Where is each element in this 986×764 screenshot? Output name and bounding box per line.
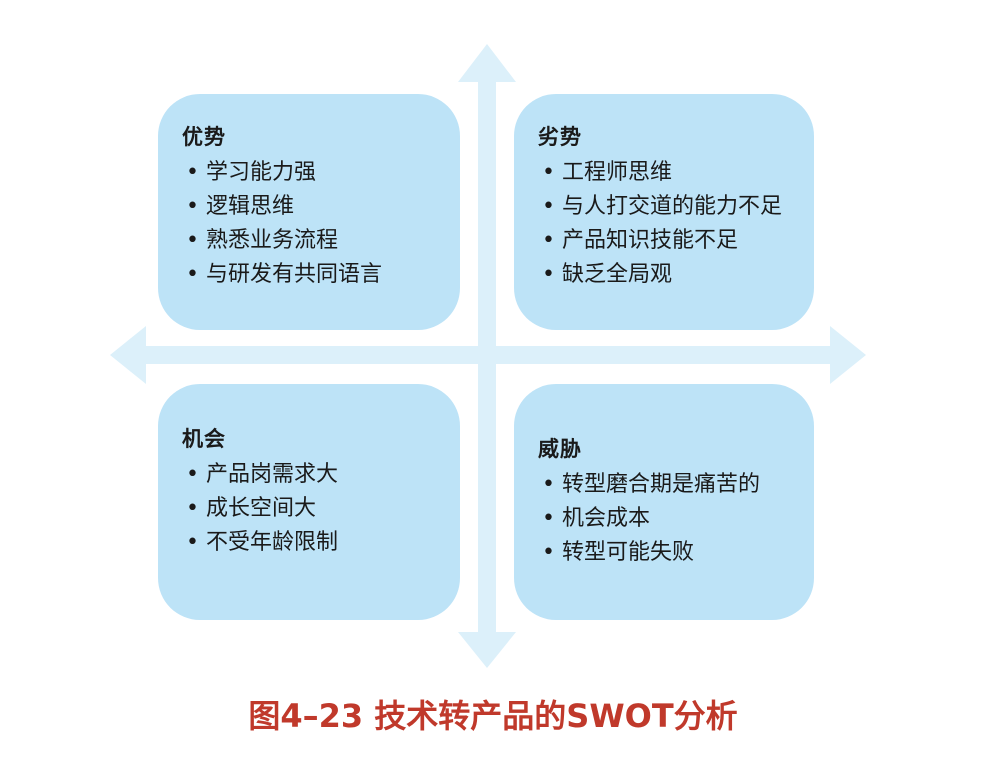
bullet-icon: • <box>542 194 555 219</box>
bullet-icon: • <box>186 262 199 287</box>
opportunities-list: •产品岗需求大 •成长空间大 •不受年龄限制 <box>182 458 460 560</box>
bullet-icon: • <box>542 472 555 497</box>
list-item: •与人打交道的能力不足 <box>538 190 814 224</box>
opportunities-title: 机会 <box>182 427 226 451</box>
weaknesses-list: •工程师思维 •与人打交道的能力不足 •产品知识技能不足 •缺乏全局观 <box>538 156 814 292</box>
bullet-icon: • <box>542 228 555 253</box>
bullet-icon: • <box>542 506 555 531</box>
list-item: •机会成本 <box>538 502 814 536</box>
opportunities-quadrant: 机会 •产品岗需求大 •成长空间大 •不受年龄限制 <box>158 384 460 620</box>
threats-quadrant: 威胁 •转型磨合期是痛苦的 •机会成本 •转型可能失败 <box>514 384 814 620</box>
threats-title: 威胁 <box>538 437 582 461</box>
list-item: •成长空间大 <box>182 492 460 526</box>
bullet-icon: • <box>186 530 199 555</box>
strengths-title: 优势 <box>182 125 226 149</box>
threats-list: •转型磨合期是痛苦的 •机会成本 •转型可能失败 <box>538 468 814 570</box>
list-item: •缺乏全局观 <box>538 258 814 292</box>
list-item: •不受年龄限制 <box>182 526 460 560</box>
list-item: •熟悉业务流程 <box>182 224 460 258</box>
list-item: •产品岗需求大 <box>182 458 460 492</box>
list-item: •转型可能失败 <box>538 536 814 570</box>
list-item: •产品知识技能不足 <box>538 224 814 258</box>
bullet-icon: • <box>186 496 199 521</box>
list-item: •转型磨合期是痛苦的 <box>538 468 814 502</box>
bullet-icon: • <box>186 194 199 219</box>
bullet-icon: • <box>542 262 555 287</box>
weaknesses-title: 劣势 <box>538 125 582 149</box>
bullet-icon: • <box>542 160 555 185</box>
list-item: •工程师思维 <box>538 156 814 190</box>
bullet-icon: • <box>186 160 199 185</box>
strengths-quadrant: 优势 •学习能力强 •逻辑思维 •熟悉业务流程 •与研发有共同语言 <box>158 94 460 330</box>
list-item: •学习能力强 <box>182 156 460 190</box>
list-item: •逻辑思维 <box>182 190 460 224</box>
bullet-icon: • <box>186 462 199 487</box>
weaknesses-quadrant: 劣势 •工程师思维 •与人打交道的能力不足 •产品知识技能不足 •缺乏全局观 <box>514 94 814 330</box>
bullet-icon: • <box>186 228 199 253</box>
strengths-list: •学习能力强 •逻辑思维 •熟悉业务流程 •与研发有共同语言 <box>182 156 460 292</box>
list-item: •与研发有共同语言 <box>182 258 460 292</box>
bullet-icon: • <box>542 540 555 565</box>
figure-caption: 图4–23 技术转产品的SWOT分析 <box>248 697 738 735</box>
horizontal-axis-arrow <box>110 326 866 384</box>
